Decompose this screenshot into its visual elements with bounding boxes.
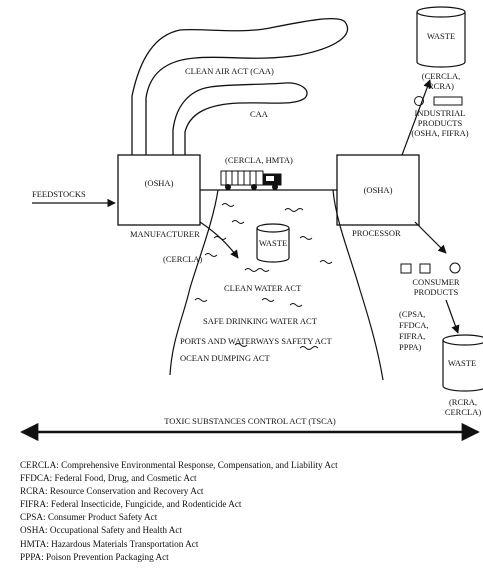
manufacturer-box <box>117 154 201 226</box>
river-outline <box>169 189 384 381</box>
bottom-waste-laws-line2: CERCLA) <box>445 407 482 417</box>
legend-item-hmta: HMTA: Hazardous Materials Transportation… <box>20 538 199 549</box>
tsca-label: TOXIC SUBSTANCES CONTROL ACT (TSCA) <box>164 416 336 426</box>
tanker-truck-icon <box>220 170 282 190</box>
legend-item-ffdca: FFDCA: Federal Food, Drug, and Cosmetic … <box>20 473 197 484</box>
consumer-product-box2-icon <box>419 263 431 274</box>
smoke-plume-caa-large <box>131 18 349 155</box>
consumer-law-2: FFDCA, <box>399 320 429 330</box>
bottom-waste-label: WASTE <box>448 358 476 368</box>
consumer-law-1: (CPSA, <box>399 309 425 319</box>
consumer-to-waste-arrow <box>445 299 460 334</box>
processor-box <box>336 154 420 226</box>
processor-osha-label: (OSHA) <box>364 185 393 195</box>
river-waste-label: WASTE <box>259 238 287 248</box>
legend-item-pppa: PPPA: Poison Prevention Packaging Act <box>20 551 169 562</box>
top-waste-barrel <box>416 6 466 68</box>
legend-item-rcra: RCRA: Resource Conservation and Recovery… <box>20 486 204 497</box>
regulation-flow-diagram: CLEAN AIR ACT (CAA) CAA (OSHA) MANUFACTU… <box>20 6 483 442</box>
consumer-law-3: FIFRA, <box>399 331 425 341</box>
industrial-line1: INDUSTRIAL <box>415 108 466 118</box>
ports-waterways-safety-act-label: PORTS AND WATERWAYS SAFETY ACT <box>180 336 333 346</box>
industrial-product-circle-icon <box>414 96 424 106</box>
processor-to-consumer-arrow <box>414 221 447 254</box>
processor-to-waste-arrow <box>401 79 432 156</box>
safe-drinking-water-act-label: SAFE DRINKING WATER ACT <box>203 316 318 326</box>
smoke-plume-caa-small <box>172 82 308 155</box>
caa-short-label: CAA <box>250 109 269 119</box>
legend-item-cercla: CERCLA: Comprehensive Environmental Resp… <box>20 460 338 470</box>
consumer-line1: CONSUMER <box>412 277 460 287</box>
river-waves <box>194 203 333 350</box>
caa-long-label: CLEAN AIR ACT (CAA) <box>185 66 274 76</box>
bottom-waste-laws-line1: (RCRA, <box>449 397 477 407</box>
manufacturer-caption: MANUFACTURER <box>130 229 200 239</box>
feedstocks-label: FEEDSTOCKS <box>32 189 86 199</box>
truck-label: (CERCLA, HMTA) <box>225 155 293 165</box>
clean-water-act-label: CLEAN WATER ACT <box>224 283 302 293</box>
ocean-dumping-act-label: OCEAN DUMPING ACT <box>180 353 271 363</box>
manufacturer-to-waste-arrow <box>199 221 239 259</box>
river-cercla-label: (CERCLA) <box>163 254 202 264</box>
processor-caption: PROCESSOR <box>352 228 401 238</box>
legend-item-osha: OSHA: Occupational Safety and Health Act <box>20 525 183 536</box>
acronym-legend: CERCLA: Comprehensive Environmental Resp… <box>20 459 482 564</box>
manufacturer-osha-label: (OSHA) <box>145 178 174 188</box>
bottom-waste-barrel <box>442 334 483 392</box>
industrial-laws: (OSHA, FIFRA) <box>411 128 468 138</box>
consumer-line2: PRODUCTS <box>414 287 459 297</box>
river-waste-barrel <box>256 223 290 263</box>
legend-item-cpsa: CPSA: Consumer Product Safety Act <box>20 512 158 523</box>
industrial-product-rect-icon <box>433 96 463 106</box>
industrial-line2: PRODUCTS <box>418 118 463 128</box>
top-waste-label: WASTE <box>427 31 455 41</box>
consumer-law-4: PPPA) <box>399 342 422 352</box>
top-waste-laws-line2: RCRA) <box>428 81 454 91</box>
consumer-product-circle-icon <box>449 262 461 274</box>
consumer-product-box1-icon <box>400 263 412 274</box>
legend-item-fifra: FIFRA: Federal Insecticide, Fungicide, a… <box>20 499 242 510</box>
top-waste-laws-line1: (CERCLA, <box>422 71 461 81</box>
